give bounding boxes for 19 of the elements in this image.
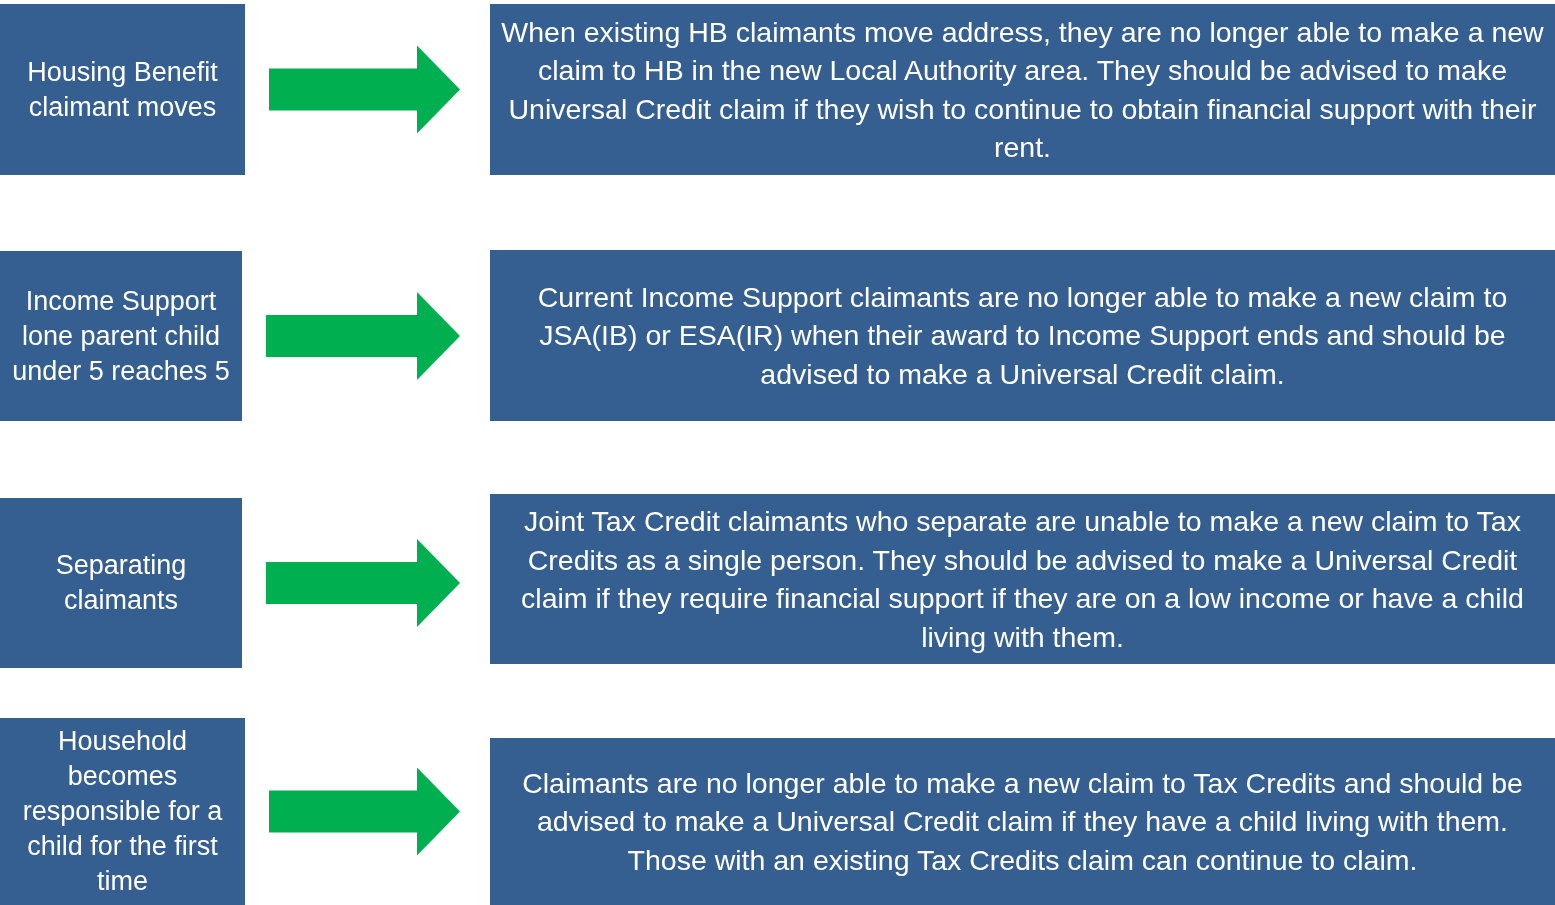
box-text: Current Income Support claimants are no longer able to make a new claim to JSA(IB) or ESA(IR) when their award to Income Support ends and should be advised to make a Universal Credit claim. (536, 279, 1509, 392)
explanation-box (490, 494, 1555, 664)
explanation-box (490, 738, 1555, 905)
explanation-box (490, 250, 1555, 421)
block-arrow (269, 45, 460, 134)
box-text: Household becomes responsible for a child for the first time (21, 725, 224, 898)
box-text: When existing HB claimants move address, they are no longer able to make a new claim to HB in the new Local Authority area. They should be advised to make Universal Credit claim if they wish to continue to obtain financial support with their rent. (500, 14, 1545, 165)
box-text: Housing Benefit claimant moves (26, 55, 219, 124)
block-arrow (266, 539, 460, 627)
trigger-box (0, 718, 245, 905)
box-text: Separating claimants (54, 549, 188, 617)
block-arrow (269, 767, 460, 856)
trigger-box (0, 4, 245, 175)
box-text: Joint Tax Credit claimants who separate are unable to make a new claim to Tax Credits as a single person. They should be advised to make a Universal Credit claim if they require financial support if they are on a low income or have a child living with them. (520, 504, 1525, 655)
trigger-box (0, 498, 242, 668)
trigger-box (0, 251, 242, 421)
box-text: Income Support lone parent child under 5 reaches 5 (11, 284, 231, 388)
box-text: Claimants are no longer able to make a new claim to Tax Credits and should be advised to make a Universal Credit claim if they have a child living with them. Those with an existing Tax Credits claim can continue to claim. (521, 765, 1524, 878)
block-arrow (266, 292, 460, 380)
